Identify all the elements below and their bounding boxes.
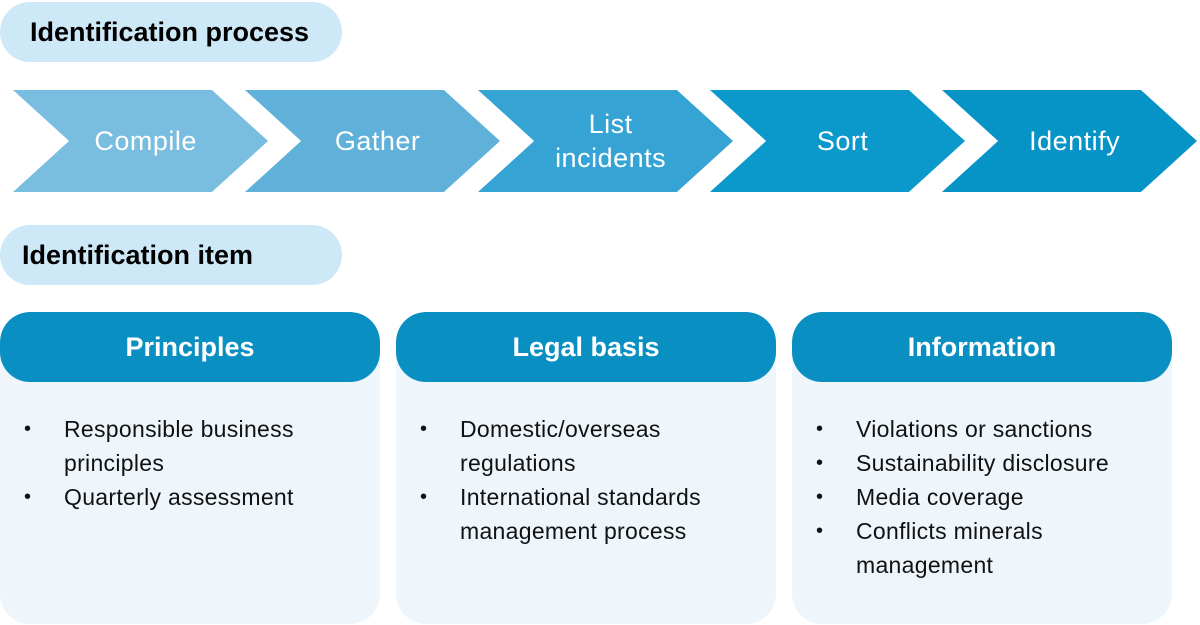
- step-label: Identify: [1029, 126, 1121, 156]
- bullet-icon: •: [24, 486, 32, 508]
- step-label: List incidents: [555, 109, 667, 173]
- step-label: Gather: [334, 126, 421, 156]
- card-list: •Responsible business principles •Quarte…: [0, 382, 380, 514]
- process-flow: Compile Gather List incidents Sort Ident…: [0, 90, 1200, 194]
- step-label: Compile: [94, 126, 197, 156]
- list-item: •Sustainability disclosure: [816, 446, 1152, 480]
- card-title: Information: [792, 312, 1172, 382]
- bullet-icon: •: [420, 418, 428, 440]
- bullet-icon: •: [816, 520, 824, 542]
- card-title: Principles: [0, 312, 380, 382]
- card-title: Legal basis: [396, 312, 776, 382]
- card-principles: Principles •Responsible business princip…: [0, 312, 380, 624]
- step-list-incidents: List incidents: [478, 90, 733, 192]
- identification-item-label: Identification item: [22, 239, 254, 270]
- bullet-icon: •: [816, 486, 824, 508]
- list-item: •International standards management proc…: [420, 480, 756, 548]
- identification-process-label: Identification process: [30, 16, 310, 47]
- bullet-icon: •: [816, 452, 824, 474]
- list-item: •Violations or sanctions: [816, 412, 1152, 446]
- identification-item-header: Identification item: [0, 225, 342, 285]
- step-label: Sort: [816, 126, 869, 156]
- step-identify: Identify: [942, 90, 1197, 192]
- step-sort: Sort: [710, 90, 965, 192]
- card-list: •Violations or sanctions •Sustainability…: [792, 382, 1172, 582]
- bullet-icon: •: [24, 418, 32, 440]
- bullet-icon: •: [816, 418, 824, 440]
- list-item: •Conflicts minerals management: [816, 514, 1152, 582]
- list-item: •Responsible business principles: [24, 412, 360, 480]
- card-legal-basis: Legal basis •Domestic/overseas regulatio…: [396, 312, 776, 624]
- step-gather: Gather: [245, 90, 500, 192]
- bullet-icon: •: [420, 486, 428, 508]
- card-information: Information •Violations or sanctions •Su…: [792, 312, 1172, 624]
- card-list: •Domestic/overseas regulations •Internat…: [396, 382, 776, 548]
- list-item: •Domestic/overseas regulations: [420, 412, 756, 480]
- identification-process-header: Identification process: [0, 2, 342, 62]
- list-item: •Media coverage: [816, 480, 1152, 514]
- list-item: •Quarterly assessment: [24, 480, 360, 514]
- step-compile: Compile: [13, 90, 268, 192]
